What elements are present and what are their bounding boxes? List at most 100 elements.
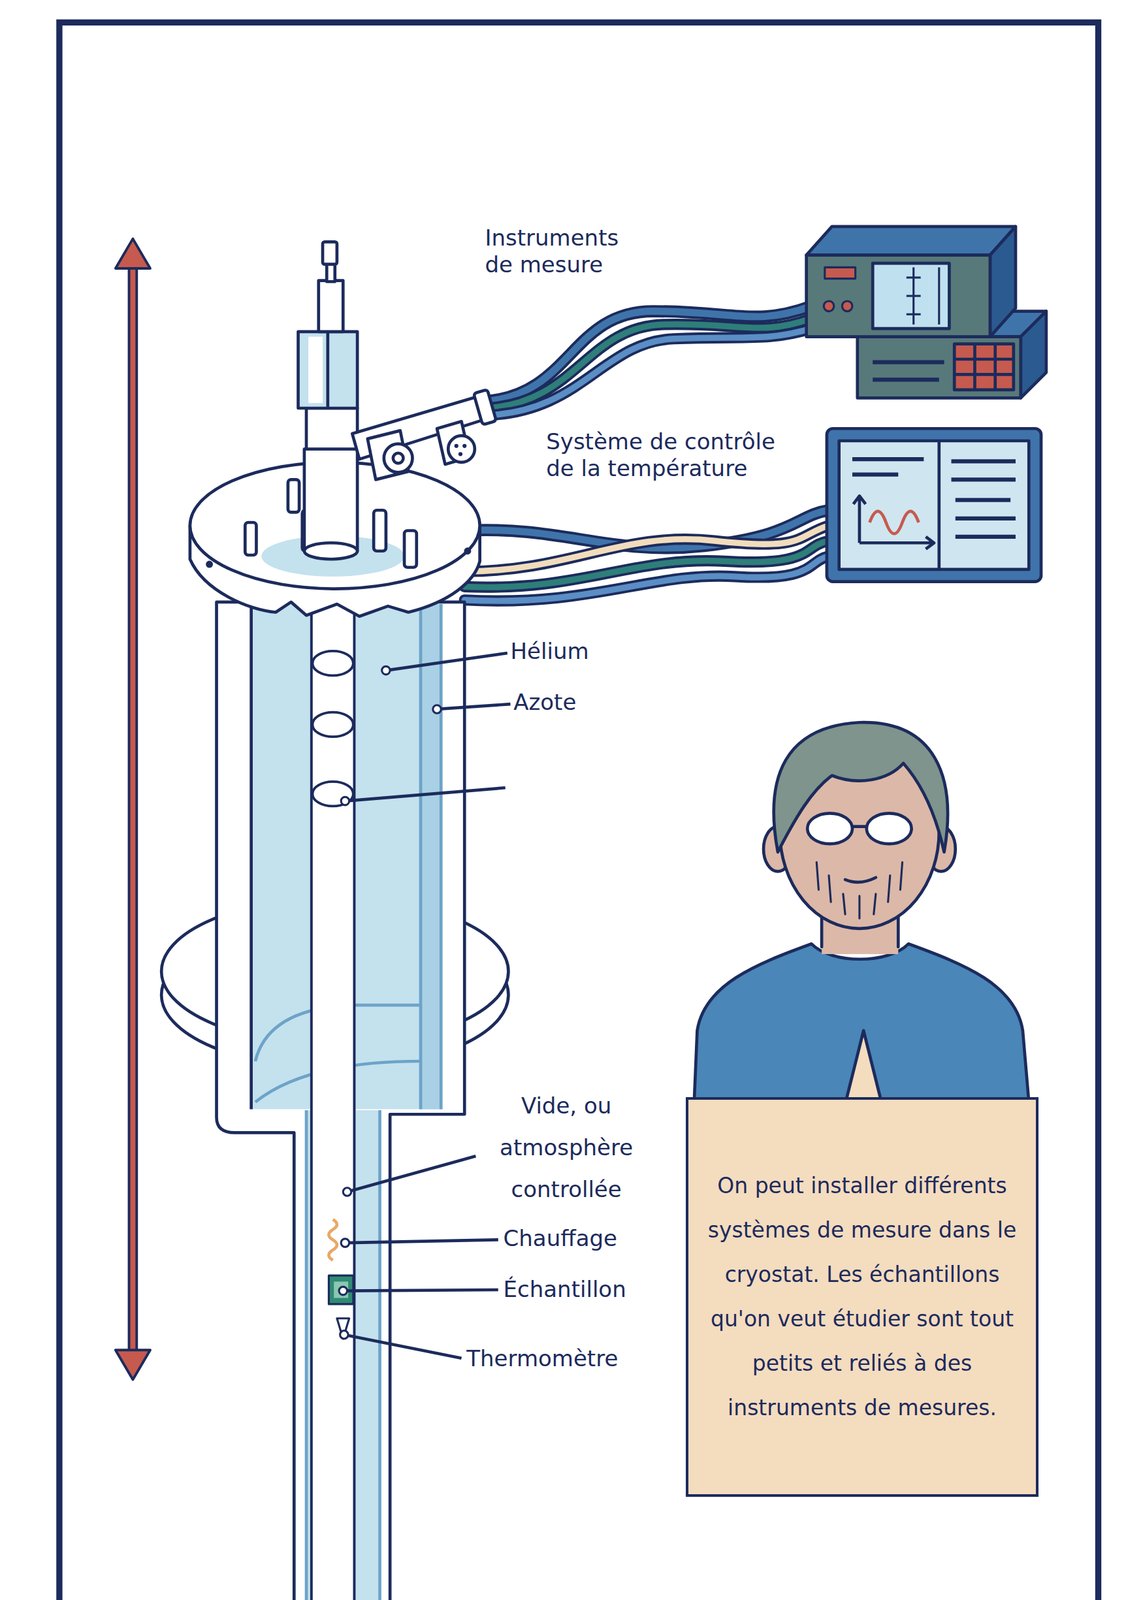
measuring-instrument bbox=[806, 255, 991, 338]
part-label: Vide, ou atmosphère controllée bbox=[496, 1084, 637, 1211]
measuring-instrument bbox=[906, 276, 921, 279]
leader-line bbox=[338, 1286, 348, 1296]
measuring-instrument bbox=[954, 372, 1014, 377]
cryostat bbox=[337, 1318, 350, 1339]
cryostat bbox=[249, 604, 253, 1110]
temperature-controller bbox=[826, 428, 1042, 582]
cryostat bbox=[161, 241, 509, 1600]
scientist-portrait bbox=[845, 1030, 882, 1105]
part-label: Échantillon bbox=[503, 1276, 700, 1303]
cryostat bbox=[404, 530, 417, 568]
scientist-portrait bbox=[694, 722, 1030, 1104]
temperature-controller bbox=[955, 516, 1016, 521]
cryostat bbox=[322, 241, 338, 264]
temperature-controller bbox=[937, 440, 941, 570]
temperature-controller bbox=[951, 459, 1016, 464]
part-label: Azote bbox=[513, 689, 684, 716]
leader-line bbox=[436, 704, 511, 710]
measuring-instrument bbox=[1020, 311, 1047, 399]
measuring-instrument bbox=[954, 357, 1014, 362]
leader-line bbox=[340, 1331, 349, 1340]
scientist-portrait bbox=[807, 813, 853, 844]
leader-line bbox=[433, 705, 442, 714]
cable-bundle bbox=[464, 556, 829, 602]
height-arrow bbox=[115, 1350, 151, 1380]
measuring-instrument bbox=[993, 344, 997, 390]
measuring-instrument bbox=[937, 267, 940, 325]
cryostat bbox=[216, 602, 466, 1600]
cryostat bbox=[473, 389, 497, 425]
cable-bundle bbox=[483, 328, 812, 416]
cryostat bbox=[312, 651, 354, 676]
leader-line bbox=[344, 787, 505, 801]
cryostat bbox=[326, 263, 336, 282]
height-arrow bbox=[128, 261, 139, 1358]
cryostat bbox=[465, 549, 470, 554]
cryostat bbox=[384, 444, 413, 473]
cable-bundle bbox=[483, 328, 812, 416]
temperature-controller bbox=[955, 534, 1016, 539]
scientist-portrait bbox=[852, 824, 867, 829]
cryostat bbox=[298, 331, 358, 409]
leader-line bbox=[340, 1238, 350, 1248]
cryostat bbox=[373, 510, 387, 552]
part-label: Hélium bbox=[510, 638, 681, 665]
device-label: Système de contrôle de la température bbox=[546, 428, 791, 483]
scientist-portrait bbox=[866, 813, 912, 844]
temperature-controller bbox=[869, 511, 919, 534]
cryostat bbox=[318, 280, 344, 332]
leader-line bbox=[344, 1335, 462, 1359]
cryostat bbox=[288, 479, 300, 513]
leader-line bbox=[338, 653, 511, 1359]
cryostat bbox=[308, 337, 323, 404]
cryostat bbox=[328, 1219, 338, 1261]
cryostat bbox=[306, 408, 358, 450]
cryostat bbox=[207, 562, 211, 567]
height-arrow bbox=[115, 239, 151, 269]
height-arrow bbox=[115, 239, 151, 1381]
cryostat bbox=[305, 1110, 309, 1600]
measuring-instrument bbox=[954, 344, 1014, 390]
leader-line bbox=[342, 1188, 352, 1197]
scientist-portrait bbox=[845, 877, 876, 883]
part-label: Thermomètre bbox=[466, 1345, 663, 1373]
leader-line bbox=[386, 653, 508, 671]
cable-bundle bbox=[464, 306, 829, 601]
cryostat bbox=[304, 542, 358, 560]
cable-bundle bbox=[464, 556, 829, 602]
temperature-controller bbox=[826, 428, 1042, 582]
cryostat bbox=[304, 449, 358, 552]
cryostat bbox=[393, 453, 404, 464]
measuring-instrument bbox=[872, 263, 950, 329]
speech-box: On peut installer différents systèmes de… bbox=[685, 1097, 1039, 1497]
measuring-instrument bbox=[906, 313, 921, 316]
measuring-instrument bbox=[872, 360, 944, 365]
cryostat bbox=[458, 451, 463, 456]
cryostat bbox=[312, 781, 354, 807]
device-label: Instruments de mesure bbox=[484, 224, 635, 279]
cryostat bbox=[439, 604, 443, 1110]
measuring-instrument bbox=[806, 226, 1016, 256]
cryostat bbox=[326, 331, 330, 409]
cryostat bbox=[420, 604, 441, 1110]
measuring-instrument bbox=[872, 377, 940, 382]
height-arrow bbox=[130, 261, 136, 1358]
measuring-instrument bbox=[857, 337, 1021, 399]
measuring-instrument bbox=[806, 226, 1047, 399]
measuring-instrument bbox=[824, 267, 856, 279]
measuring-instrument bbox=[973, 344, 977, 390]
leader-line bbox=[340, 796, 350, 806]
scientist-portrait bbox=[816, 862, 902, 919]
scientist-portrait bbox=[773, 722, 948, 853]
cryostat bbox=[333, 1282, 349, 1299]
cryostat bbox=[311, 604, 355, 1600]
temperature-controller bbox=[853, 495, 934, 549]
temperature-controller bbox=[852, 457, 924, 462]
leader-line bbox=[342, 1289, 499, 1292]
cryostat bbox=[419, 604, 423, 1110]
speech-text: On peut installer différents systèmes de… bbox=[706, 1163, 1018, 1431]
measuring-instrument bbox=[990, 226, 1016, 338]
temperature-controller bbox=[839, 440, 1030, 570]
measuring-instrument bbox=[823, 301, 835, 312]
leader-line bbox=[382, 666, 391, 675]
